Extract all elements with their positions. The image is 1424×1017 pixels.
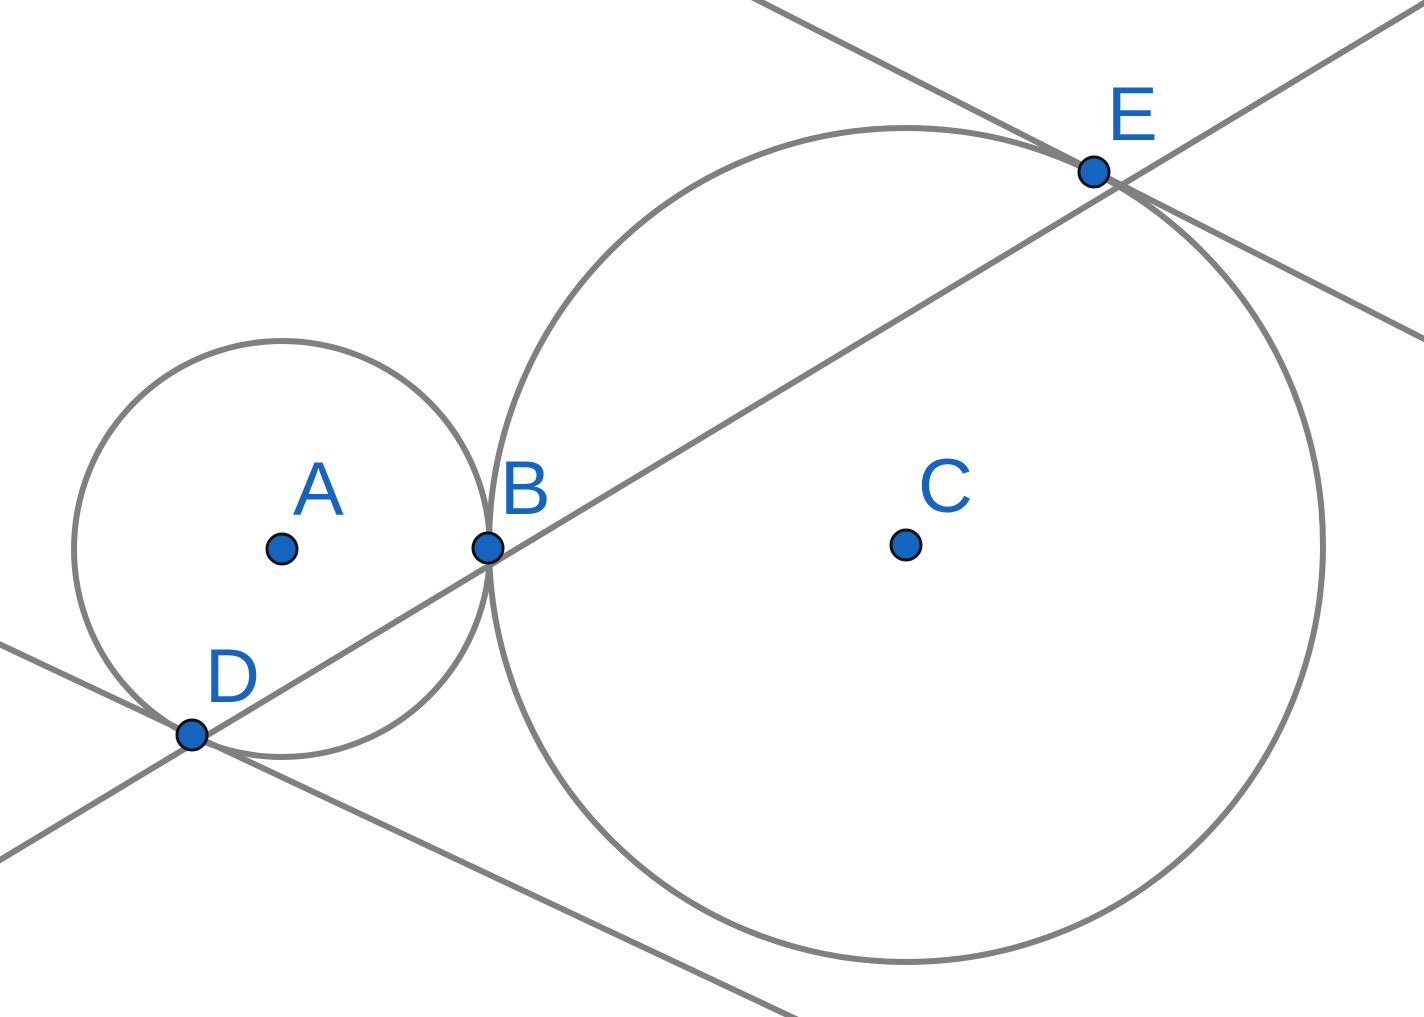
point-d[interactable] bbox=[175, 718, 209, 752]
point-e[interactable] bbox=[1077, 155, 1111, 189]
tangent-line-at-d[interactable] bbox=[0, 635, 830, 1017]
circles-layer bbox=[71, 125, 1326, 965]
points-layer bbox=[175, 155, 1111, 752]
point-c[interactable] bbox=[889, 528, 923, 562]
line-through-d-b-e[interactable] bbox=[0, 0, 1424, 872]
tangent-line-at-e[interactable] bbox=[730, 0, 1424, 349]
point-b[interactable] bbox=[471, 531, 505, 565]
point-e-label: E bbox=[1107, 72, 1158, 157]
labels-layer: A B C D E bbox=[205, 72, 1158, 719]
point-b-label: B bbox=[500, 446, 551, 531]
point-c-label: C bbox=[918, 444, 973, 529]
point-d-label: D bbox=[205, 634, 260, 719]
point-a[interactable] bbox=[265, 532, 299, 566]
point-a-label: A bbox=[293, 447, 344, 532]
